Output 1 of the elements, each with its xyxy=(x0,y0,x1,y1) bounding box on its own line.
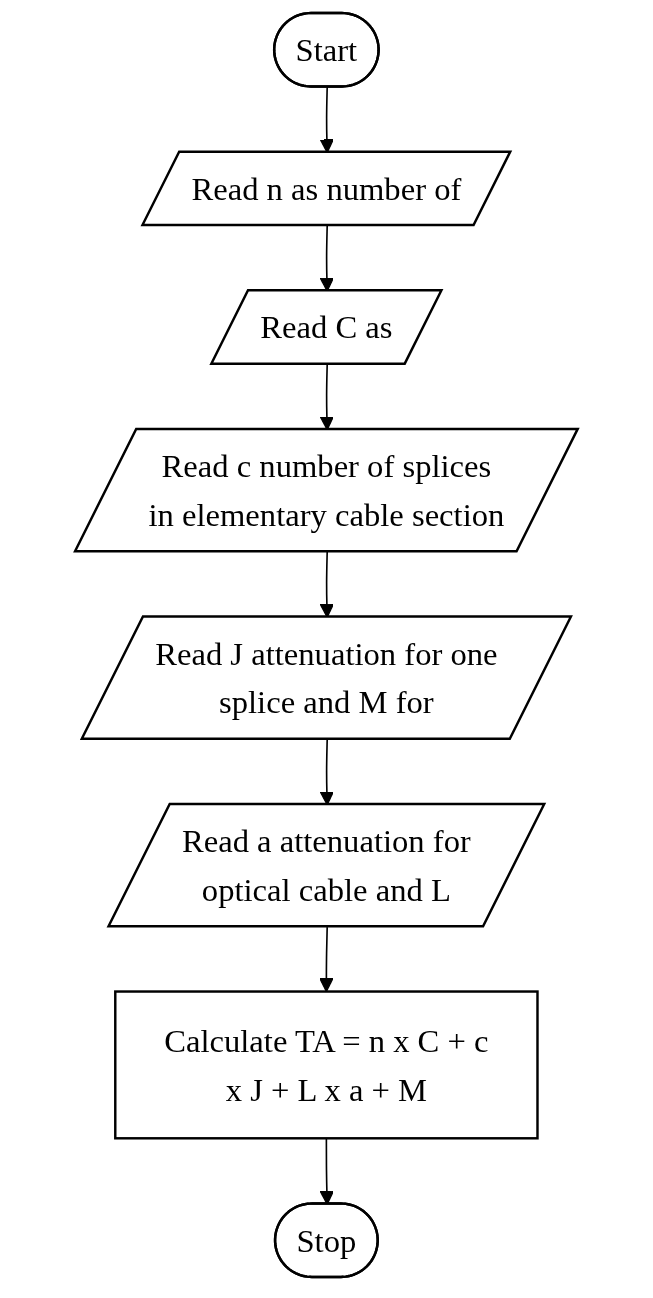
node-box: Calculate TA = n x C + c x J + L x a + M xyxy=(114,990,539,1140)
